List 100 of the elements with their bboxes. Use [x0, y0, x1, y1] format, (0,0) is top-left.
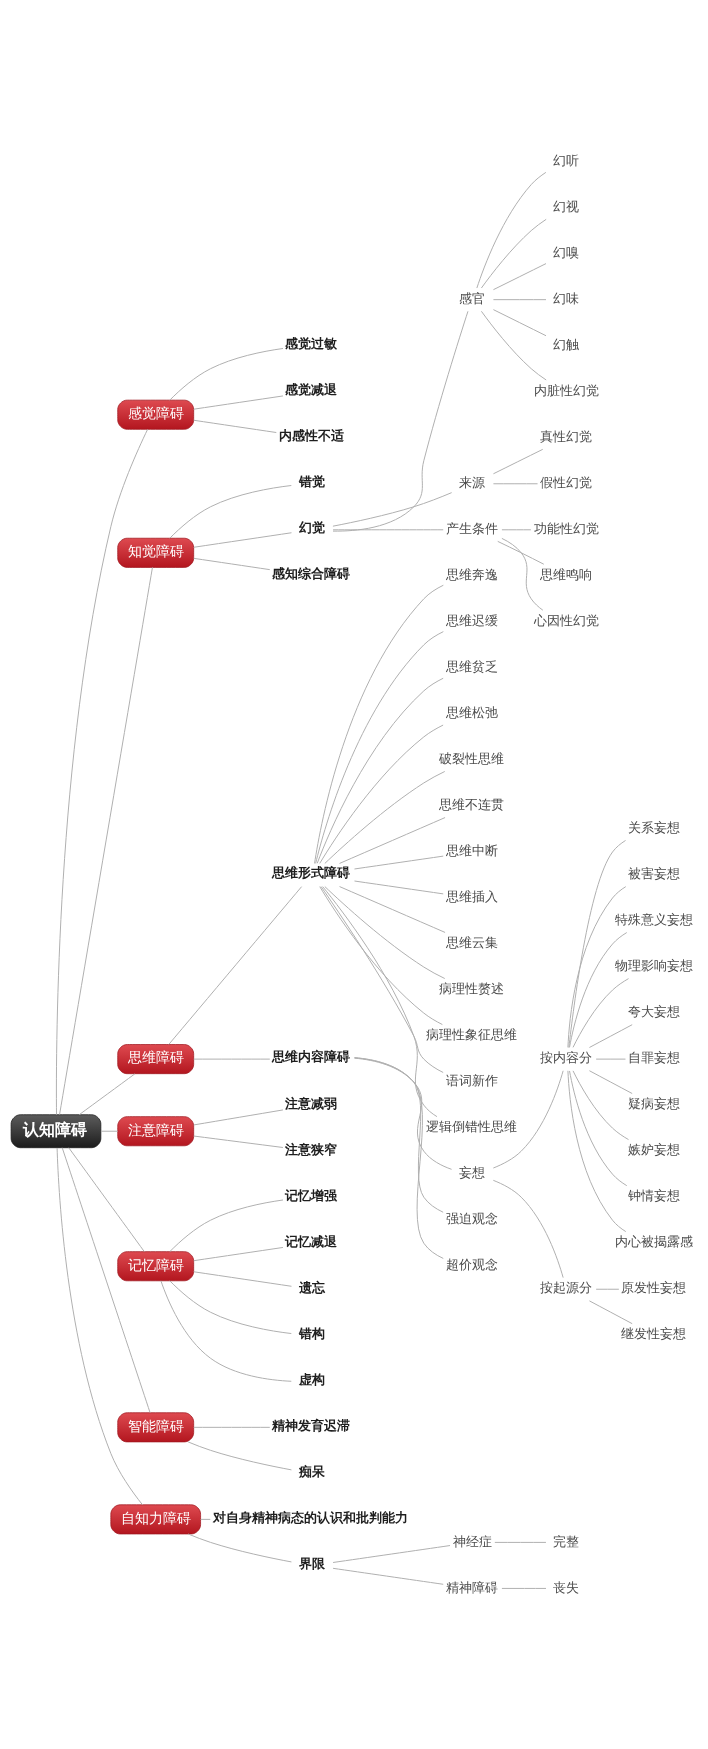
connector — [193, 557, 271, 570]
connector — [501, 1587, 547, 1589]
node-text: 思维插入 — [445, 888, 498, 904]
connector — [339, 885, 446, 933]
connector — [169, 347, 284, 401]
connector — [572, 977, 629, 1048]
node-text: 内心被揭露感 — [614, 1233, 693, 1249]
node-text: 产生条件 — [445, 520, 498, 536]
node-text: 幻听 — [553, 152, 580, 168]
node-text: 疑病妄想 — [627, 1095, 680, 1111]
node-text: 思维中断 — [445, 842, 498, 858]
node-text: 真性幻觉 — [540, 428, 593, 444]
connector — [332, 1567, 444, 1585]
node-text: 神经症 — [452, 1533, 492, 1549]
connector — [595, 1058, 626, 1060]
node-text: 妄想 — [459, 1164, 486, 1180]
connector — [193, 1270, 292, 1287]
connector — [315, 630, 444, 864]
node-text: 假性幻觉 — [540, 474, 593, 490]
connector — [492, 1179, 564, 1278]
connector — [354, 1056, 444, 1259]
node-text: 精神发育迟滞 — [272, 1417, 351, 1433]
node-box: 认知障碍 — [10, 1113, 102, 1148]
node-text: 感觉过敏 — [285, 335, 338, 351]
connector — [339, 816, 446, 864]
node-box: 知觉障碍 — [117, 537, 195, 568]
connector — [68, 1146, 145, 1252]
node-text: 幻视 — [553, 198, 580, 214]
node-text: 思维云集 — [445, 934, 498, 950]
node-text: 注意减弱 — [285, 1095, 338, 1111]
connector — [354, 1056, 444, 1213]
connector — [59, 566, 153, 1115]
connector — [501, 528, 532, 530]
node-text: 思维内容障碍 — [272, 1048, 351, 1064]
connector — [492, 298, 547, 300]
node-text: 内感性不适 — [278, 427, 344, 443]
connector — [354, 1057, 453, 1170]
node-text: 按内容分 — [540, 1049, 593, 1065]
node-text: 思维迟缓 — [445, 612, 498, 628]
node-text: 病理性赘述 — [439, 980, 505, 996]
connector — [588, 1069, 633, 1094]
node-box: 注意障碍 — [117, 1115, 195, 1146]
node-box: 思维障碍 — [117, 1043, 195, 1074]
connector — [193, 394, 284, 410]
node-text: 思维奔逸 — [445, 566, 498, 582]
connector — [56, 1146, 143, 1505]
connector — [193, 1135, 284, 1148]
connector — [569, 1069, 628, 1186]
node-text: 感觉减退 — [285, 381, 338, 397]
node-text: 语词新作 — [445, 1072, 498, 1088]
node-text: 丧失 — [553, 1579, 580, 1595]
connector — [169, 1199, 284, 1252]
connector — [332, 528, 444, 530]
node-text: 病理性象征思维 — [426, 1026, 518, 1042]
connector — [332, 491, 453, 527]
connector — [319, 724, 444, 864]
connector — [322, 885, 438, 1117]
connector — [160, 1279, 292, 1382]
connector — [193, 1108, 284, 1125]
connector — [169, 1279, 292, 1334]
node-text: 错构 — [298, 1325, 325, 1341]
node-text: 强迫观念 — [445, 1210, 498, 1226]
connector — [569, 931, 628, 1048]
connector — [193, 1426, 271, 1428]
node-text: 被害妄想 — [627, 865, 680, 881]
node-text: 思维贫乏 — [445, 658, 498, 674]
node-text: 超价观念 — [445, 1256, 498, 1272]
connector — [494, 1541, 547, 1543]
node-text: 感知综合障碍 — [272, 565, 351, 581]
node-text: 自罪妄想 — [627, 1049, 680, 1065]
node-text: 按起源分 — [540, 1279, 593, 1295]
node-text: 钟情妄想 — [627, 1187, 680, 1203]
connector — [492, 482, 539, 484]
node-text: 幻嗅 — [553, 244, 580, 260]
connector — [354, 855, 444, 869]
node-text: 破裂性思维 — [439, 750, 505, 766]
connector — [567, 885, 627, 1048]
connector — [169, 484, 292, 539]
connector — [492, 262, 547, 290]
node-text: 虚构 — [298, 1371, 325, 1387]
node-text: 遗忘 — [298, 1279, 325, 1295]
node-text: 错觉 — [298, 473, 325, 489]
connector — [492, 448, 544, 474]
connector — [314, 584, 444, 864]
node-text: 物理影响妄想 — [614, 957, 693, 973]
node-text: 完整 — [553, 1533, 580, 1549]
connector — [332, 310, 469, 532]
connector — [492, 308, 547, 336]
node-box: 智能障碍 — [117, 1411, 195, 1442]
node-text: 心因性幻觉 — [533, 612, 599, 628]
node-text: 思维鸣响 — [540, 566, 593, 582]
connector — [572, 1069, 629, 1140]
node-text: 注意狭窄 — [285, 1141, 338, 1157]
connector — [567, 1069, 627, 1232]
connector — [595, 1288, 620, 1290]
connector — [354, 880, 444, 894]
connector — [187, 1532, 292, 1562]
node-text: 记忆减退 — [285, 1233, 338, 1249]
connector — [316, 677, 444, 864]
node-text: 逻辑倒错性思维 — [426, 1118, 518, 1134]
